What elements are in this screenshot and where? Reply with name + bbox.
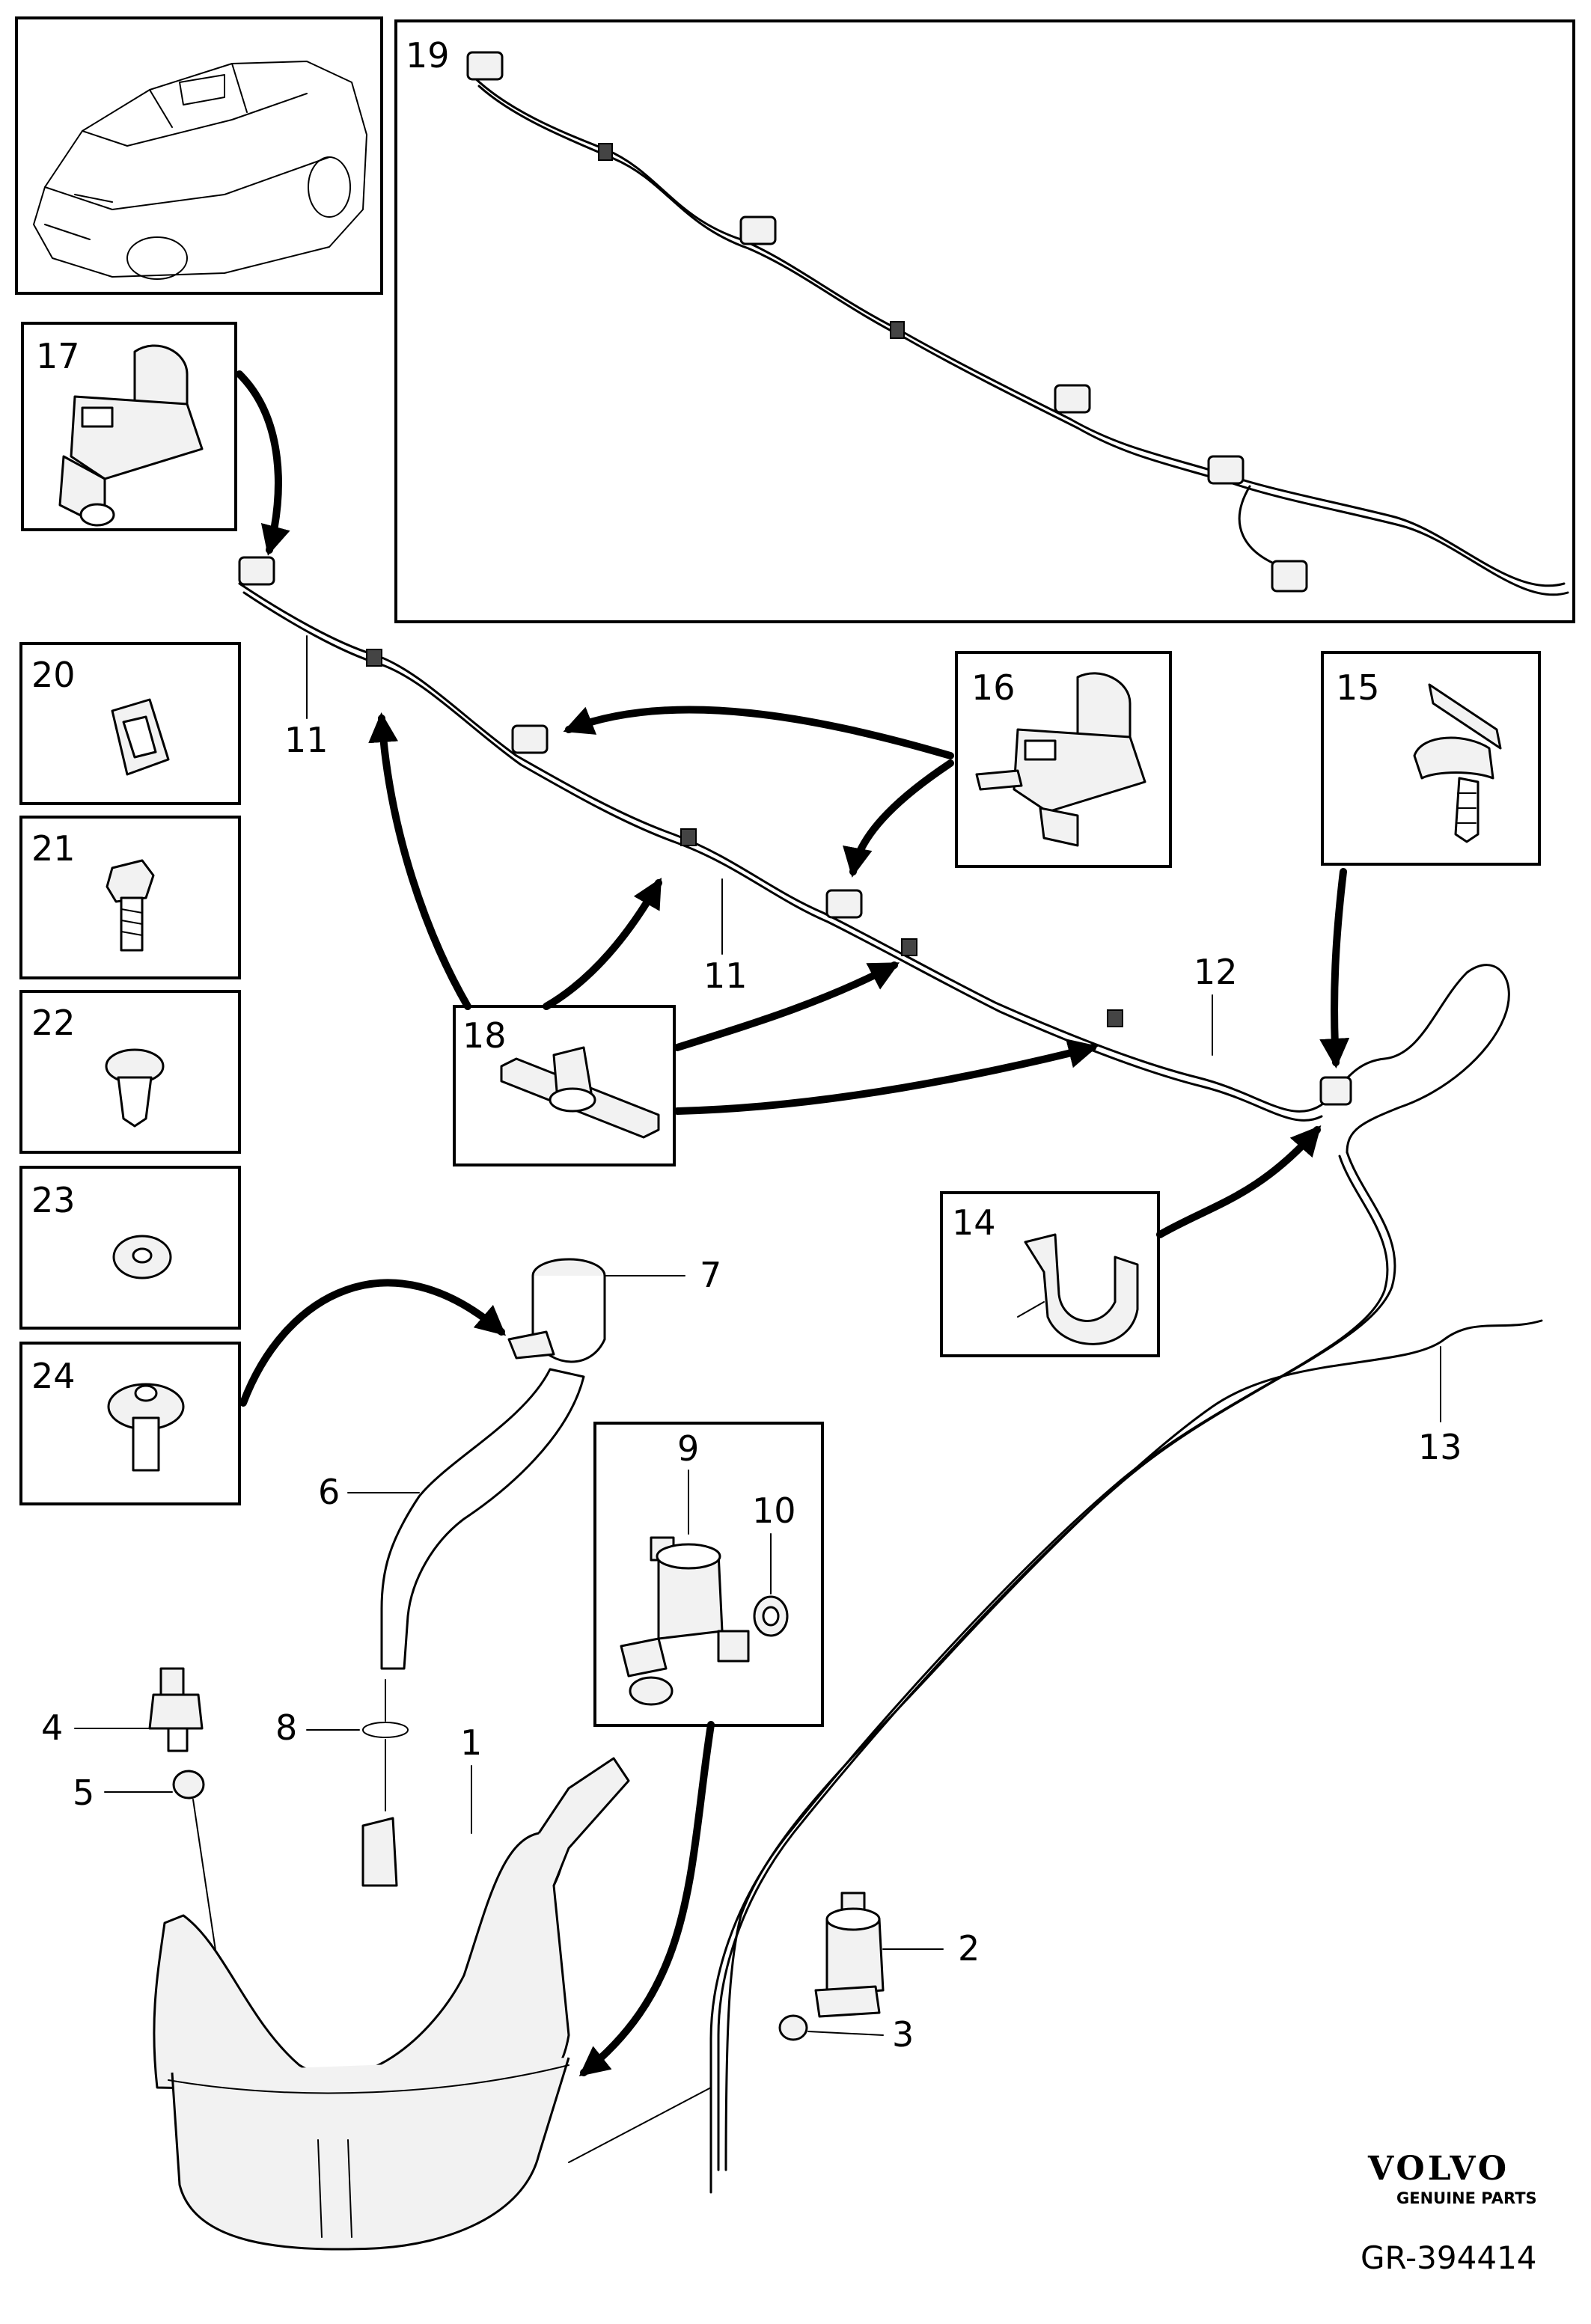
label-7: 7 [700,1255,721,1295]
box-17-nozzle: 17 [21,322,237,531]
diagram-reference: GR-394414 [1361,2239,1537,2276]
label-2: 2 [958,1928,980,1969]
assembly-arrows [236,370,1350,2077]
hose-11-12: 11 11 12 [238,556,1510,1154]
footer-branding: VOLVO GENUINE PARTS GR-394414 [1361,2150,1537,2276]
box-23-washer: 23 [19,1166,241,1330]
box-15-clip: 15 [1321,651,1541,866]
pump-2-grommet-3: 2 3 [778,1892,980,2055]
filler-neck-assembly: 7 6 8 [275,1255,721,1811]
box-22-rivet: 22 [19,990,241,1154]
label-22: 22 [31,1003,76,1043]
hose-13: 13 [709,1151,1543,2194]
label-12: 12 [1194,952,1238,992]
box-24-screw: 24 [19,1342,241,1505]
label-4: 4 [41,1707,63,1748]
label-19: 19 [406,35,450,76]
box-18-clip: 18 [453,1005,676,1166]
label-10: 10 [752,1490,796,1531]
label-11a: 11 [284,720,329,760]
label-16: 16 [971,667,1016,708]
label-6: 6 [318,1472,340,1512]
volvo-logo-text: VOLVO [1367,2150,1509,2188]
box-20-clip: 20 [19,642,241,805]
label-8: 8 [275,1707,297,1748]
reservoir-1: 1 [153,1722,712,2251]
label-18: 18 [462,1015,507,1056]
label-15: 15 [1336,667,1380,708]
box-21-bolt: 21 [19,816,241,979]
label-13: 13 [1418,1427,1462,1467]
label-24: 24 [31,1356,76,1396]
box-19-upper-hose: 19 [394,19,1575,623]
label-23: 23 [31,1180,76,1220]
label-11b: 11 [703,955,748,996]
box-14-clip: 14 [940,1191,1160,1357]
label-20: 20 [31,655,76,695]
genuine-parts-text: GENUINE PARTS [1396,2189,1537,2207]
vehicle-overview-thumbnail [15,16,383,295]
label-1: 1 [460,1722,482,1763]
box-9-10-pump: 9 10 [593,1422,824,1727]
box-16-nozzle: 16 [955,651,1172,868]
label-17: 17 [36,336,80,376]
label-3: 3 [892,2014,914,2055]
label-9: 9 [677,1428,699,1469]
sensor-4-5: 4 5 [41,1667,218,1961]
label-21: 21 [31,828,76,869]
label-5: 5 [73,1773,94,1813]
label-14: 14 [952,1202,996,1243]
